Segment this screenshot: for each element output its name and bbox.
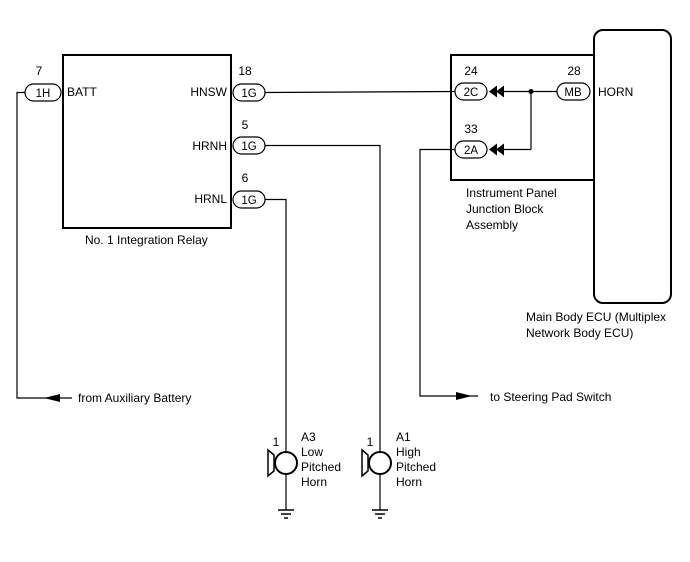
ecu-label-line1: Main Body ECU (Multiplex bbox=[526, 310, 666, 324]
connector-2c-label: 2C bbox=[464, 87, 479, 99]
high-horn-id: A1 bbox=[396, 430, 411, 444]
terminal-chevron-2c bbox=[489, 85, 504, 98]
wire-hrnl-to-low-horn bbox=[265, 198, 287, 452]
wire-hrnh-to-high-horn bbox=[265, 144, 381, 452]
low-horn-label-line3: Horn bbox=[301, 475, 327, 489]
hnsw-terminal-label: HNSW bbox=[190, 85, 227, 99]
batt-terminal-label: BATT bbox=[67, 85, 97, 99]
junction-bottom-pin-number: 33 bbox=[464, 122, 478, 136]
hrnl-pin-number: 6 bbox=[242, 171, 249, 185]
arrow-from-aux bbox=[44, 394, 60, 402]
junction-splice-dot bbox=[528, 89, 534, 94]
low-horn-label-line2: Pitched bbox=[301, 460, 341, 474]
low-horn-pin-number: 1 bbox=[273, 435, 280, 449]
batt-pin-number: 7 bbox=[36, 64, 43, 78]
junction-block-label-line2: Junction Block bbox=[466, 202, 544, 216]
mb-pin-number: 28 bbox=[567, 64, 581, 78]
high-horn-label-line1: High bbox=[396, 445, 421, 459]
connector-1g-hnsw-label: 1G bbox=[241, 88, 256, 100]
hrnl-terminal-label: HRNL bbox=[194, 192, 227, 206]
integration-relay-box bbox=[62, 54, 232, 229]
hrnh-pin-number: 5 bbox=[242, 118, 249, 132]
high-horn-label-line3: Horn bbox=[396, 475, 422, 489]
connector-1g-hrnl-label: 1G bbox=[241, 195, 256, 207]
connector-1g-hrnh-label: 1G bbox=[241, 141, 256, 153]
ecu-horn-terminal-label: HORN bbox=[598, 85, 633, 99]
high-horn-speaker-icon bbox=[361, 448, 369, 478]
high-horn-circle bbox=[368, 451, 392, 475]
main-body-ecu-box bbox=[593, 29, 672, 304]
hnsw-pin-number: 18 bbox=[238, 64, 252, 78]
to-steering-pad-switch-label: to Steering Pad Switch bbox=[490, 390, 611, 404]
integration-relay-label: No. 1 Integration Relay bbox=[85, 233, 208, 247]
low-horn-id: A3 bbox=[301, 430, 316, 444]
connector-mb-label: MB bbox=[564, 87, 582, 99]
low-horn-circle bbox=[274, 451, 298, 475]
high-horn-label-line2: Pitched bbox=[396, 460, 436, 474]
junction-block-label-line3: Assembly bbox=[466, 218, 518, 232]
from-aux-battery-label: from Auxiliary Battery bbox=[78, 391, 191, 405]
junction-top-pin-number: 24 bbox=[464, 64, 478, 78]
low-pitched-horn: 1 A3 Low Pitched Horn bbox=[267, 430, 341, 519]
wire-hnsw-to-2c bbox=[264, 90, 456, 94]
ecu-label-line2: Network Body ECU) bbox=[526, 326, 633, 340]
high-horn-pin-number: 1 bbox=[367, 435, 374, 449]
terminal-chevron-2a bbox=[489, 143, 504, 156]
high-pitched-horn: 1 A1 High Pitched Horn bbox=[361, 430, 436, 519]
connector-2a-label: 2A bbox=[464, 145, 478, 157]
arrow-to-steering bbox=[456, 392, 472, 400]
wire-2a-to-steering bbox=[419, 148, 478, 397]
low-horn-speaker-icon bbox=[267, 448, 275, 478]
hrnh-terminal-label: HRNH bbox=[192, 139, 227, 153]
low-horn-label-line1: Low bbox=[301, 445, 323, 459]
junction-block-label-line1: Instrument Panel bbox=[466, 186, 557, 200]
connector-1h-label: 1H bbox=[36, 88, 51, 100]
